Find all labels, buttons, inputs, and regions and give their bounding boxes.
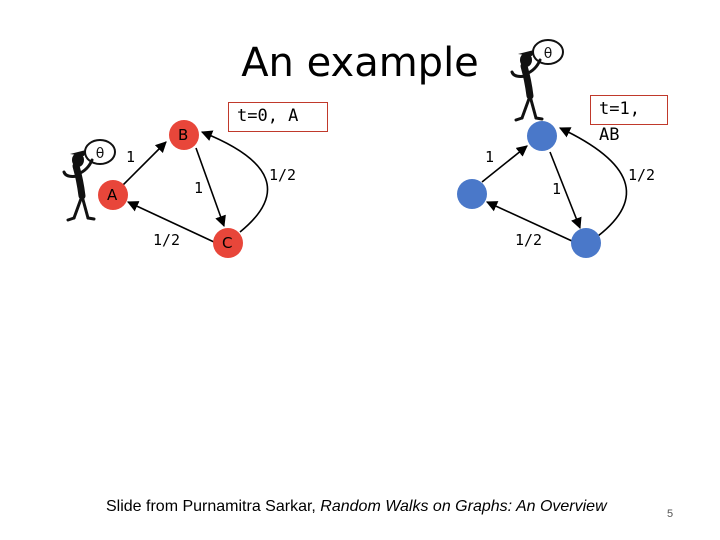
right-edge-c-to-b-label: 1/2 xyxy=(628,166,656,184)
slide-title: An example xyxy=(241,40,479,86)
left-edge-c-to-a xyxy=(126,201,215,243)
left-node-a xyxy=(98,180,128,210)
right-node-c xyxy=(571,228,601,258)
right-node-b xyxy=(527,121,557,151)
right-edge-c-to-a-label: 1/2 xyxy=(515,231,543,249)
right-edge-c-to-a xyxy=(485,201,573,242)
right-edge-b-to-c xyxy=(549,151,582,230)
right-edge-a-to-b-label: 1 xyxy=(485,148,495,166)
right-edge-c-to-b xyxy=(558,127,628,237)
left-node-b-label: B xyxy=(178,126,189,144)
right-edge-a-to-b xyxy=(481,145,528,183)
slide-footer: Slide from Purnamitra Sarkar, Random Wal… xyxy=(106,498,607,516)
left-edge-a-to-b xyxy=(121,141,167,187)
walker-figure-icon xyxy=(512,40,563,120)
left-edge-c-to-b xyxy=(200,130,269,233)
slide-number: 5 xyxy=(667,508,674,520)
left-node-a-label: A xyxy=(107,186,118,204)
right-edge-b-to-c-label: 1 xyxy=(552,180,562,198)
left-node-c xyxy=(213,228,243,258)
right-time-label: t=1, AB xyxy=(590,95,668,145)
left-node-c-label: C xyxy=(222,234,233,252)
left-edge-a-to-b-label: 1 xyxy=(126,148,136,166)
right-node-a xyxy=(457,179,487,209)
footer-credit: Slide from Purnamitra Sarkar, xyxy=(106,498,321,515)
left-edge-c-to-b-label: 1/2 xyxy=(269,166,297,184)
left-time-label: t=0, A xyxy=(228,102,328,132)
left-edge-b-to-c xyxy=(195,147,226,228)
footer-source-title: Random Walks on Graphs: An Overview xyxy=(320,498,607,515)
left-edge-b-to-c-label: 1 xyxy=(194,179,204,197)
left-node-b xyxy=(169,120,199,150)
left-edge-c-to-a-label: 1/2 xyxy=(153,231,181,249)
